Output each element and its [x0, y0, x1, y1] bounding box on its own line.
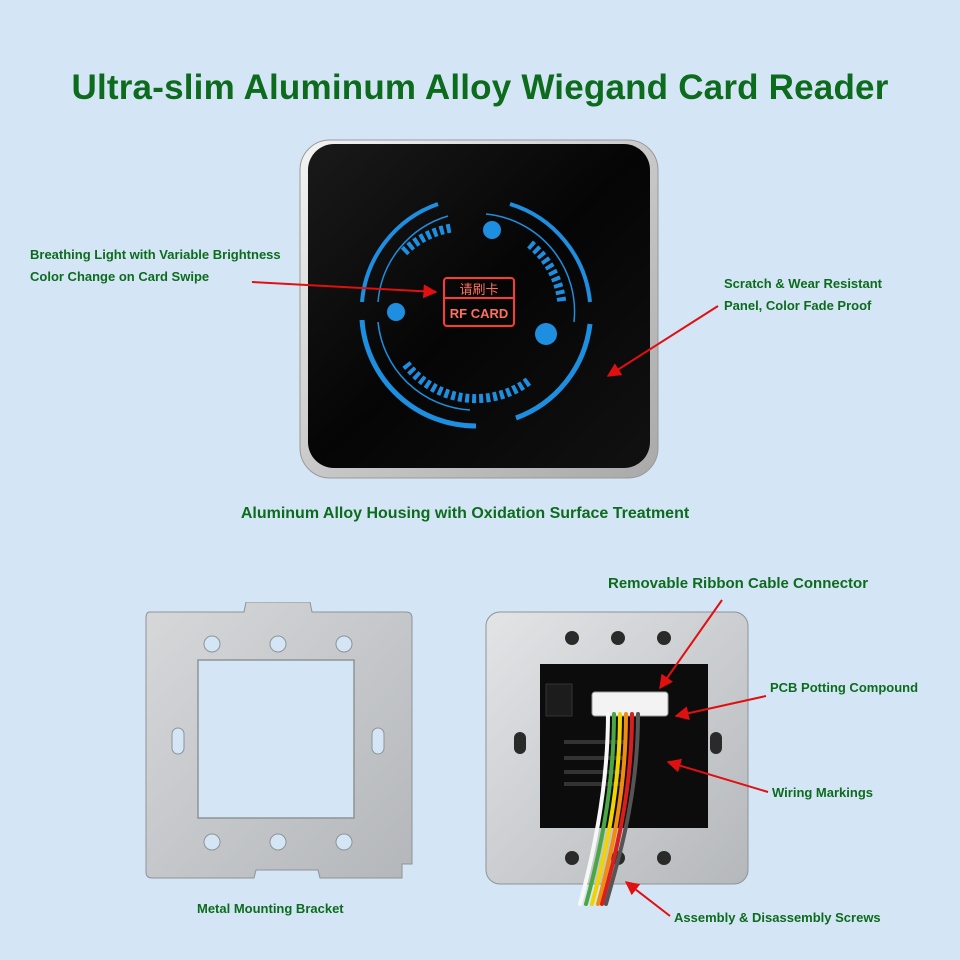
label-scratch-resistant: Scratch & Wear Resistant Panel, Color Fa…	[724, 276, 882, 313]
rf-card-badge	[443, 277, 515, 327]
arrow-breathing-light	[251, 281, 438, 299]
label-ribbon-connector: Removable Ribbon Cable Connector	[608, 575, 869, 592]
card-reader-front: 请刷卡 RF CARD	[299, 139, 659, 479]
breathing-light-ring	[359, 202, 593, 429]
ring-dot-right	[535, 323, 557, 345]
bracket-window	[197, 659, 355, 819]
label-bracket: Metal Mounting Bracket	[197, 901, 344, 916]
badge-top-text: 请刷卡	[459, 283, 498, 298]
label-wiring-markings: Wiring Markings	[772, 785, 874, 800]
arrow-screws	[624, 881, 671, 917]
arrow-ribbon-connector	[659, 599, 723, 690]
label-housing: Aluminum Alloy Housing with Oxidation Su…	[240, 505, 690, 522]
ring-dot-top	[483, 221, 501, 239]
arrow-wiring-markings	[666, 758, 769, 793]
wiring-markings	[564, 740, 624, 786]
arrow-scratch-resistant	[606, 305, 719, 377]
label-screws: Assembly & Disassembly Screws	[674, 910, 881, 925]
card-reader-back	[485, 611, 749, 906]
metal-mounting-bracket	[145, 602, 413, 879]
badge-bottom-text: RF CARD	[450, 306, 509, 321]
cable-bundle	[578, 712, 640, 906]
arrow-pcb-potting	[674, 695, 767, 721]
ring-dot-left	[387, 303, 405, 321]
label-pcb-potting: PCB Potting Compound	[770, 680, 919, 695]
page-title: Ultra-slim Aluminum Alloy Wiegand Card R…	[71, 68, 889, 107]
label-breathing-light: Breathing Light with Variable Brightness…	[30, 247, 281, 284]
